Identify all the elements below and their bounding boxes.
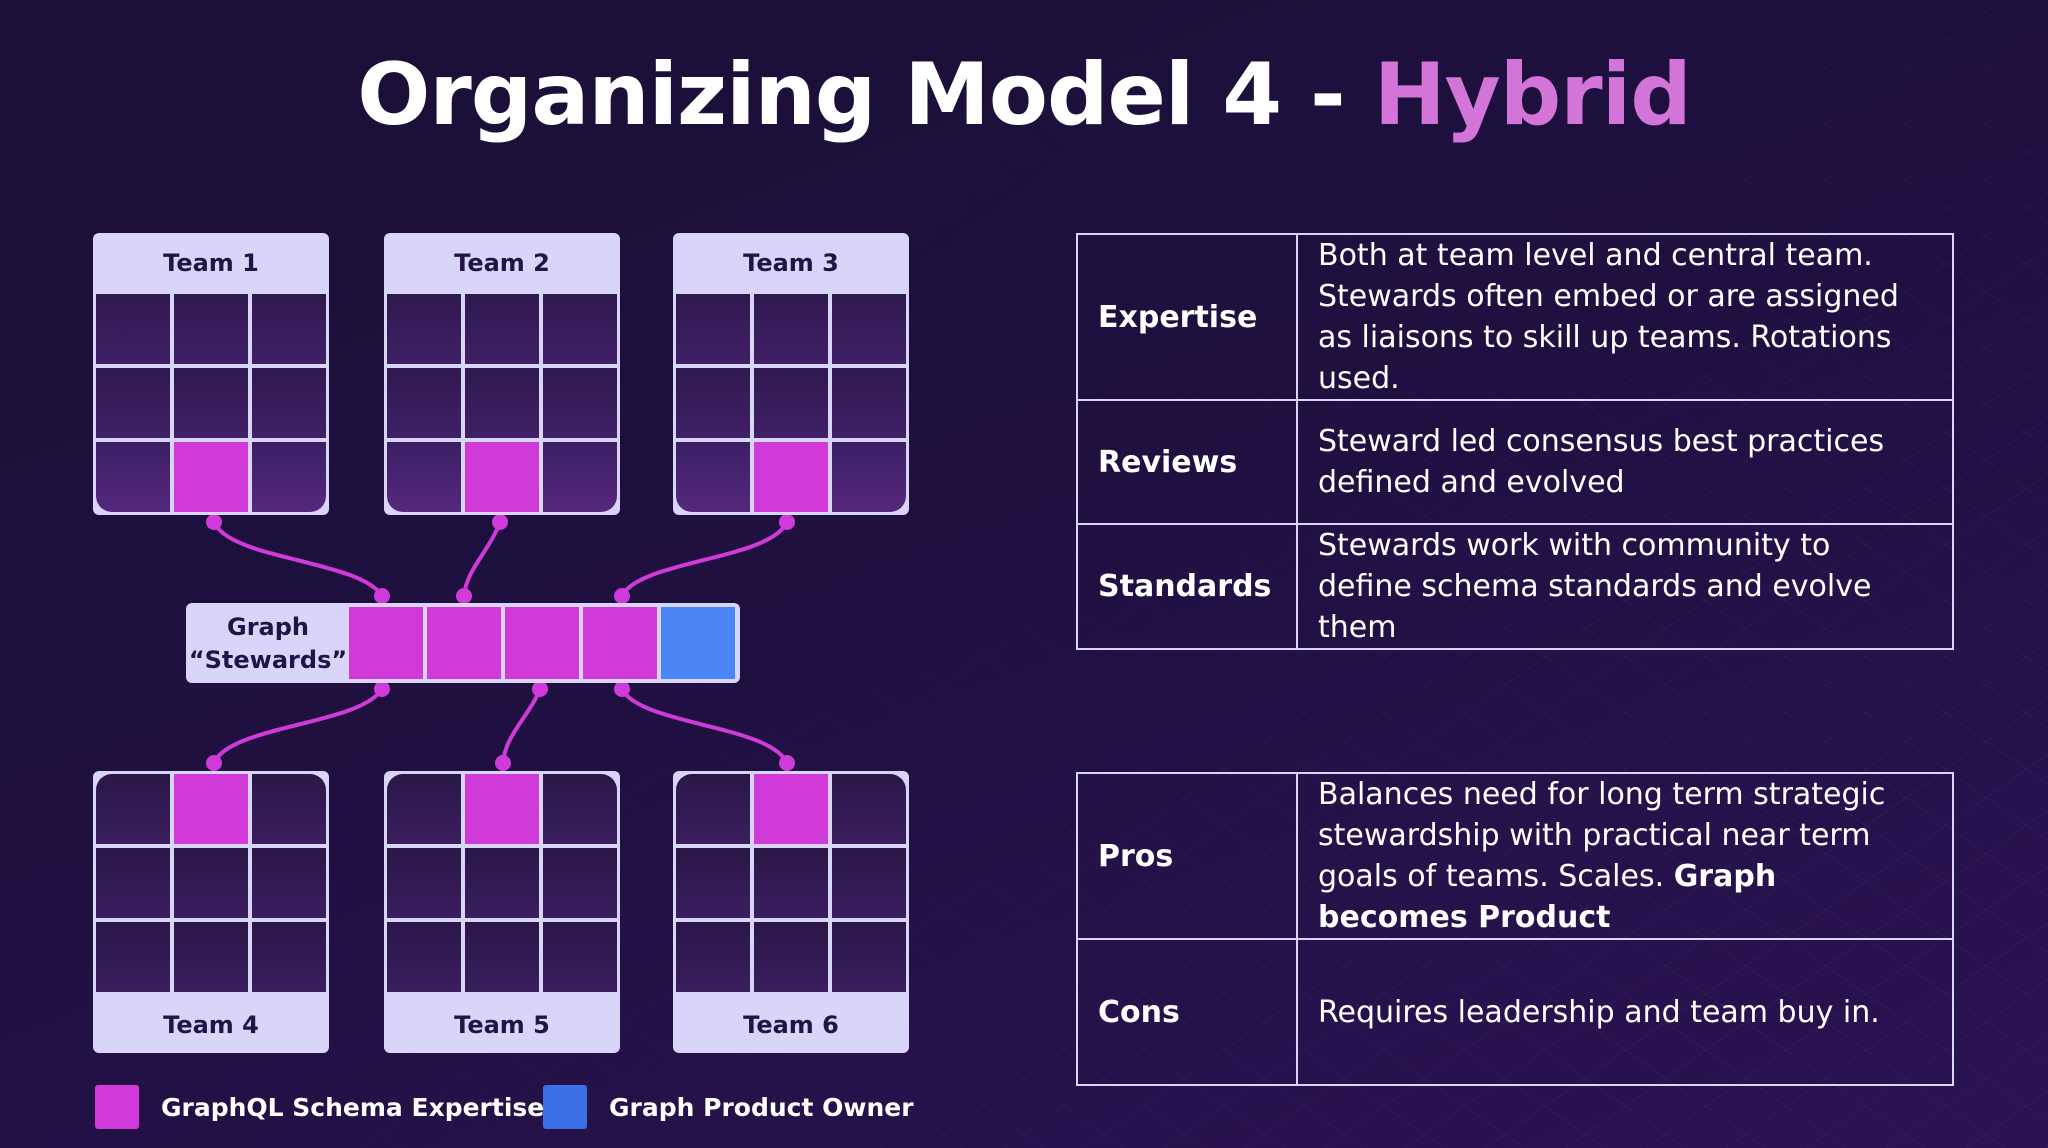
table-row: Standards Stewards work with community t… [1076, 523, 1954, 650]
table-row: Pros Balances need for long term strateg… [1076, 772, 1954, 940]
pros-cons-table: Pros Balances need for long term strateg… [1076, 772, 1954, 1086]
team-label: Team 5 [454, 1011, 550, 1039]
legend-swatch-expertise [95, 1085, 139, 1129]
connector-team-1 [212, 521, 384, 598]
legend-label: GraphQL Schema Expertise [161, 1092, 545, 1122]
expertise-cell [754, 774, 828, 844]
steward-expertise-cell [427, 607, 501, 679]
product-owner-cell [661, 607, 735, 679]
team-5-box: Team 5 [384, 771, 620, 1053]
emphasis-text: Graph becomes Product [1318, 859, 1777, 935]
team-grid [676, 294, 906, 512]
legend-item-owner: Graph Product Owner [543, 1085, 914, 1129]
row-value: Requires leadership and team buy in. [1296, 938, 1954, 1086]
steward-expertise-cell [505, 607, 579, 679]
team-label: Team 1 [163, 249, 259, 277]
connector-team-3 [620, 520, 789, 598]
team-label: Team 2 [454, 249, 550, 277]
row-value: Steward led consensus best practices def… [1296, 399, 1954, 525]
expertise-cell [465, 442, 539, 512]
expertise-cell [174, 774, 248, 844]
stewards-cells [349, 607, 735, 679]
connector-team-4 [212, 687, 384, 764]
table-row: Reviews Steward led consensus best pract… [1076, 399, 1954, 525]
title-accent: Hybrid [1373, 45, 1692, 145]
expertise-cell [754, 442, 828, 512]
steward-expertise-cell [583, 607, 657, 679]
expertise-cell [465, 774, 539, 844]
row-key: Standards [1076, 523, 1298, 650]
team-label: Team 6 [743, 1011, 839, 1039]
team-4-box: Team 4 [93, 771, 329, 1053]
team-1-box: Team 1 [93, 233, 329, 515]
stewards-bar: Graph “Stewards” [186, 603, 740, 683]
row-key: Cons [1076, 938, 1298, 1086]
row-key: Expertise [1076, 233, 1298, 401]
legend-item-expertise: GraphQL Schema Expertise [95, 1085, 544, 1129]
table-row: Expertise Both at team level and central… [1076, 233, 1954, 401]
title-main: Organizing Model 4 - [357, 45, 1374, 145]
attributes-table: Expertise Both at team level and central… [1076, 233, 1954, 650]
steward-expertise-cell [349, 607, 423, 679]
legend-swatch-owner [543, 1085, 587, 1129]
legend-label: Graph Product Owner [609, 1092, 914, 1122]
page-title: Organizing Model 4 - Hybrid [0, 45, 2048, 145]
team-label: Team 3 [743, 249, 839, 277]
team-2-box: Team 2 [384, 233, 620, 515]
team-grid [387, 294, 617, 512]
team-grid [387, 774, 617, 992]
connector-team-2 [462, 521, 502, 597]
team-label: Team 4 [163, 1011, 259, 1039]
row-value: Balances need for long term strategic st… [1296, 772, 1954, 940]
team-grid [676, 774, 906, 992]
team-3-box: Team 3 [673, 233, 909, 515]
stewards-label: Graph “Stewards” [188, 613, 348, 674]
team-grid [96, 774, 326, 992]
row-value: Stewards work with community to define s… [1296, 523, 1954, 650]
connector-team-6 [620, 687, 789, 765]
connector-team-5 [501, 688, 542, 764]
row-key: Reviews [1076, 399, 1298, 525]
row-value: Both at team level and central team. Ste… [1296, 233, 1954, 401]
team-6-box: Team 6 [673, 771, 909, 1053]
expertise-cell [174, 442, 248, 512]
team-grid [96, 294, 326, 512]
row-key: Pros [1076, 772, 1298, 940]
table-row: Cons Requires leadership and team buy in… [1076, 938, 1954, 1086]
